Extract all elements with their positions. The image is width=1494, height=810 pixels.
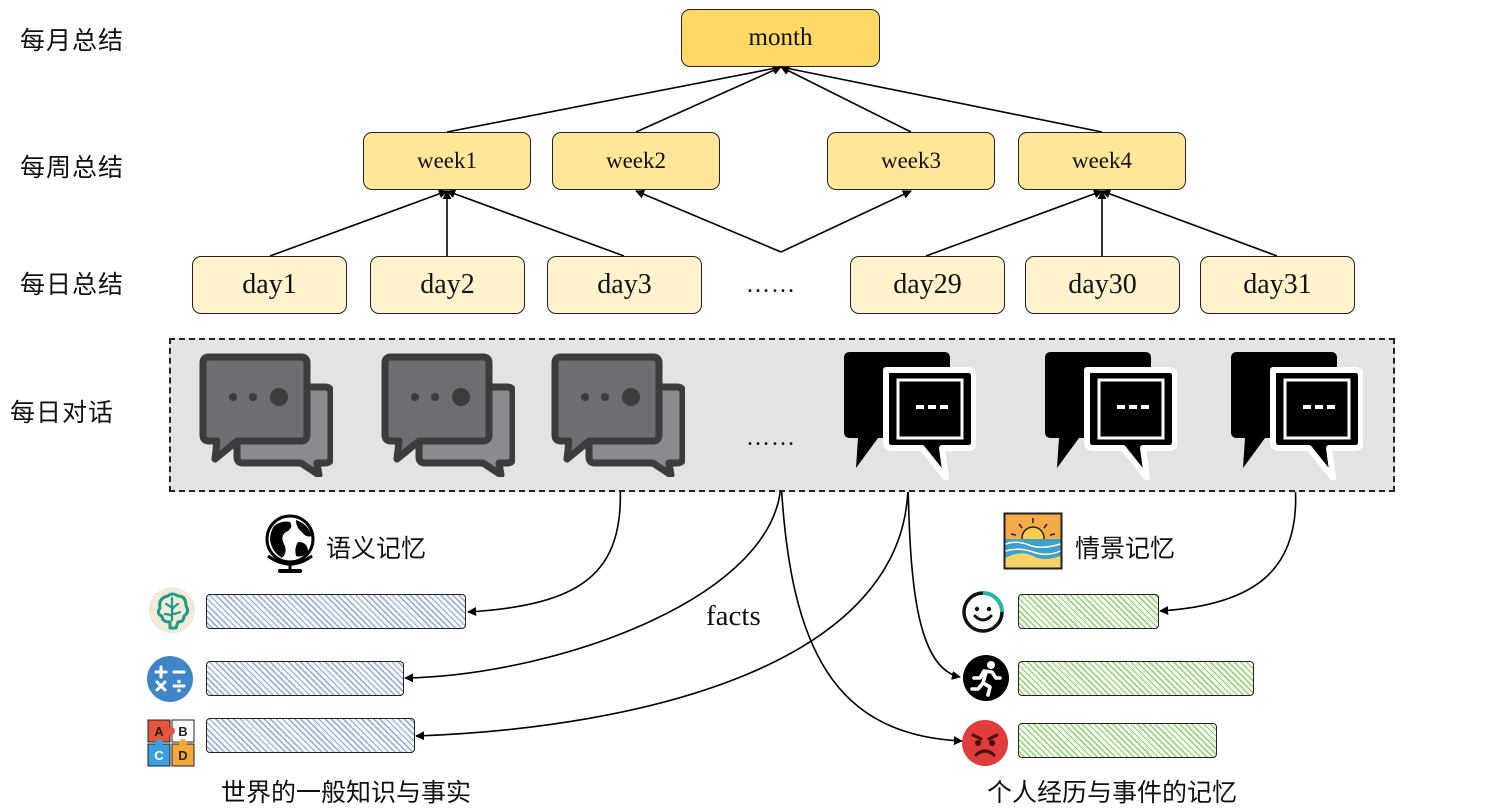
label-monthly-summary: 每月总结: [20, 26, 125, 55]
label-daily-dialogue: 每日对话: [10, 398, 115, 427]
chat-bubbles-black-icon: [1231, 352, 1363, 480]
svg-text:A: A: [154, 724, 164, 739]
chat-bubbles-black-icon: [844, 352, 976, 480]
globe-icon: [265, 514, 315, 573]
label-weekly-summary: 每周总结: [20, 153, 125, 182]
beach-sunset-icon: [1003, 512, 1063, 570]
curve-day29-to-run-icon: [907, 482, 961, 680]
episodic-memory-caption: 个人经历与事件的记忆: [987, 778, 1238, 807]
edge-week2-month: [635, 66, 782, 133]
semantic-memory-bar-1: [206, 594, 466, 629]
edge-mid-week2: [635, 189, 782, 253]
episodic-memory-bar-3: [1018, 723, 1217, 758]
svg-text:B: B: [178, 724, 187, 739]
edge-day29-week4: [925, 189, 1103, 257]
curve-day29-to-semantic-bar3: [415, 482, 909, 741]
curve-day3-to-semantic-bar1: [467, 482, 622, 616]
day31-node: day31: [1200, 256, 1355, 314]
chat-bubbles-gray-icon: [199, 353, 333, 477]
edge-mid-week3: [780, 190, 912, 253]
semantic-memory-bar-3: [206, 718, 415, 753]
week3-node: week3: [827, 132, 995, 190]
label-daily-summary: 每日总结: [20, 270, 125, 299]
abcd-puzzle-icon: A B C D: [147, 719, 195, 767]
edge-day1-week1: [269, 189, 448, 257]
semantic-memory-title: 语义记忆: [326, 534, 427, 563]
chat-bubbles-gray-icon: [381, 353, 515, 477]
week1-node: week1: [363, 132, 531, 190]
edge-week3-month: [780, 66, 912, 133]
day1-node: day1: [192, 256, 347, 314]
edge-week1-month: [446, 64, 782, 133]
curve-ellipsis-to-angry-icon: [780, 479, 963, 746]
running-person-icon: [963, 655, 1009, 701]
chat-bubbles-black-icon: [1045, 352, 1177, 480]
svg-text:C: C: [154, 748, 164, 763]
week4-node: week4: [1018, 132, 1186, 190]
week2-node: week2: [552, 132, 720, 190]
chat-bubbles-gray-icon: [551, 353, 685, 477]
smiley-icon: [962, 591, 1004, 633]
math-operators-icon: [147, 656, 193, 702]
days-ellipsis: ……: [746, 272, 796, 298]
day2-node: day2: [370, 256, 525, 314]
curve-ellipsis-to-semantic-bar2: [404, 479, 782, 683]
brain-icon: [149, 587, 195, 633]
curve-day31-to-episodic-bar1: [1159, 482, 1297, 615]
episodic-memory-bar-2: [1018, 661, 1254, 696]
edge-day31-week4: [1101, 189, 1278, 257]
episodic-memory-title: 情景记忆: [1075, 534, 1176, 563]
day29-node: day29: [850, 256, 1005, 314]
edge-day3-week1: [446, 189, 625, 257]
dialogues-ellipsis: ……: [746, 425, 796, 451]
edge-week4-month: [780, 64, 1103, 133]
semantic-memory-caption: 世界的一般知识与事实: [221, 778, 472, 807]
angry-face-icon: [962, 720, 1008, 766]
episodic-memory-bar-1: [1018, 594, 1159, 629]
facts-label: facts: [706, 600, 761, 632]
svg-text:D: D: [178, 748, 187, 763]
daily-dialogue-band: [169, 338, 1395, 492]
month-node: month: [681, 9, 880, 67]
semantic-memory-bar-2: [206, 661, 404, 696]
day3-node: day3: [547, 256, 702, 314]
day30-node: day30: [1025, 256, 1180, 314]
